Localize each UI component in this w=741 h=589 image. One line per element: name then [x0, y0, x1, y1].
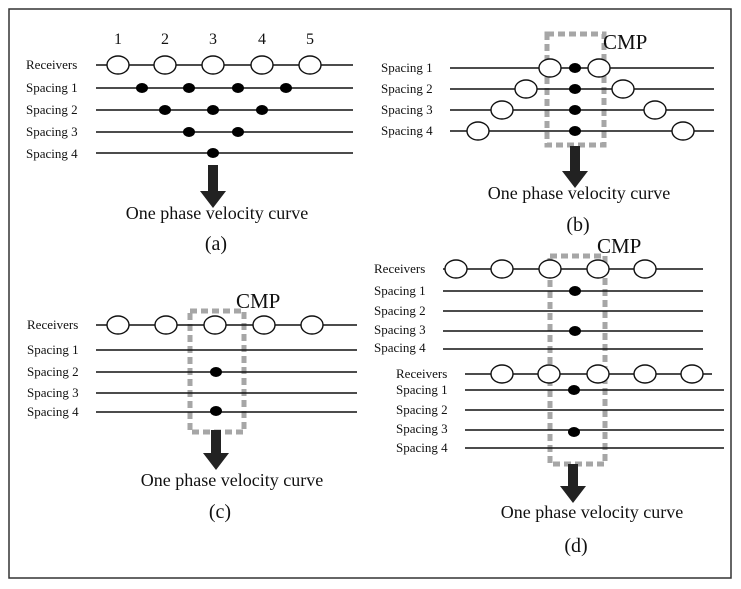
spacing-1-label: Spacing 1	[374, 283, 426, 298]
midpoint	[569, 126, 581, 136]
panel-label-b: (b)	[566, 214, 589, 236]
receiver	[201, 55, 225, 75]
midpoint	[210, 367, 222, 377]
panel-label-c: (c)	[209, 501, 231, 523]
spacing-2-label: Spacing 2	[396, 402, 448, 417]
panel-c: CMP Receivers Spacing 1 Spacing 2 Spacin…	[27, 289, 357, 523]
spacing-4-label: Spacing 4	[396, 440, 448, 455]
curve-caption: One phase velocity curve	[488, 183, 670, 203]
receiver	[611, 79, 635, 99]
receiver	[643, 100, 667, 120]
midpoint	[568, 385, 580, 395]
spacing-2-label: Spacing 2	[26, 102, 78, 117]
midpoint	[569, 105, 581, 115]
midpoint	[568, 427, 580, 437]
spacing-2-label: Spacing 2	[374, 303, 426, 318]
receiver	[538, 259, 562, 279]
midpoint	[569, 326, 581, 336]
receiver	[300, 315, 324, 335]
receiver	[538, 58, 562, 78]
receiver	[252, 315, 276, 335]
midpoint	[136, 83, 148, 93]
receiver	[444, 259, 468, 279]
spacing-1-label: Spacing 1	[381, 60, 433, 75]
receiver	[490, 259, 514, 279]
midpoint	[183, 127, 195, 137]
spacing-2-label: Spacing 2	[381, 81, 433, 96]
receiver-number-5: 5	[306, 31, 314, 48]
panel-a: 1 2 3 4 5 Receivers Spacing 1 Spacing 2 …	[26, 31, 353, 255]
receiver	[106, 55, 130, 75]
spacing-2-label: Spacing 2	[27, 364, 79, 379]
spacing-4-label: Spacing 4	[27, 404, 79, 419]
receiver-number-2: 2	[161, 31, 169, 48]
receiver	[203, 315, 227, 335]
down-arrow-icon	[200, 165, 226, 208]
spacing-3-label: Spacing 3	[26, 124, 78, 139]
midpoint	[280, 83, 292, 93]
receivers-label: Receivers	[374, 261, 425, 276]
cmp-label: CMP	[236, 289, 280, 313]
panel-d: CMP Receivers Spacing 1 Spacing 2 Spacin…	[374, 234, 724, 557]
down-arrow-icon	[560, 464, 586, 503]
midpoint	[256, 105, 268, 115]
receiver	[680, 364, 704, 384]
curve-caption: One phase velocity curve	[501, 502, 683, 522]
receiver	[537, 364, 561, 384]
cmp-label: CMP	[603, 30, 647, 54]
receiver	[586, 364, 610, 384]
receivers-label: Receivers	[26, 57, 77, 72]
midpoint	[569, 286, 581, 296]
receiver	[154, 315, 178, 335]
midpoint	[232, 83, 244, 93]
receiver	[514, 79, 538, 99]
down-arrow-icon	[203, 430, 229, 470]
receiver	[586, 259, 610, 279]
cmp-label: CMP	[597, 234, 641, 258]
receiver	[298, 55, 322, 75]
spacing-1-label: Spacing 1	[26, 80, 78, 95]
spacing-4-label: Spacing 4	[381, 123, 433, 138]
receivers-label: Receivers	[396, 366, 447, 381]
panel-b: CMP Spacing 1 Spacing 2 Spacing 3 Spacin…	[381, 30, 714, 236]
receiver	[466, 121, 490, 141]
spacing-3-label: Spacing 3	[396, 421, 448, 436]
receiver	[633, 364, 657, 384]
midpoint	[569, 84, 581, 94]
curve-caption: One phase velocity curve	[141, 470, 323, 490]
receiver	[490, 364, 514, 384]
panel-label-a: (a)	[205, 233, 227, 255]
receiver	[106, 315, 130, 335]
receivers-label: Receivers	[27, 317, 78, 332]
midpoint	[569, 63, 581, 73]
spacing-3-label: Spacing 3	[27, 385, 79, 400]
spacing-4-label: Spacing 4	[374, 340, 426, 355]
spacing-3-label: Spacing 3	[381, 102, 433, 117]
midpoint	[207, 148, 219, 158]
midpoint	[159, 105, 171, 115]
receiver	[153, 55, 177, 75]
down-arrow-icon	[562, 146, 588, 188]
receiver	[587, 58, 611, 78]
spacing-1-label: Spacing 1	[396, 382, 448, 397]
receiver	[250, 55, 274, 75]
receiver-number-1: 1	[114, 31, 122, 48]
midpoint	[183, 83, 195, 93]
receiver	[633, 259, 657, 279]
receiver-number-4: 4	[258, 31, 266, 48]
receiver-number-3: 3	[209, 31, 217, 48]
receiver	[490, 100, 514, 120]
midpoint	[210, 406, 222, 416]
panel-label-d: (d)	[564, 535, 587, 557]
spacing-1-label: Spacing 1	[27, 342, 79, 357]
figure-border	[8, 8, 732, 579]
receiver	[671, 121, 695, 141]
curve-caption: One phase velocity curve	[126, 203, 308, 223]
spacing-4-label: Spacing 4	[26, 146, 78, 161]
midpoint	[232, 127, 244, 137]
spacing-3-label: Spacing 3	[374, 322, 426, 337]
midpoint	[207, 105, 219, 115]
